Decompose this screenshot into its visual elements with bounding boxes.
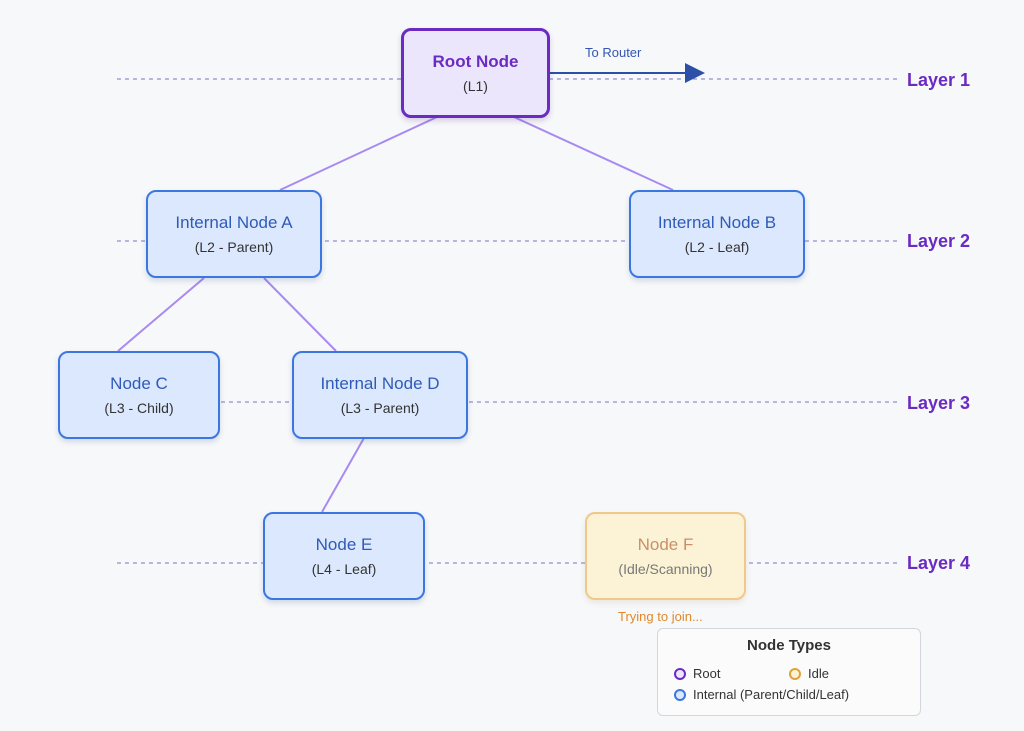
internal-node-b-subtitle: (L2 - Leaf) bbox=[684, 239, 750, 255]
node-e-title: Node E bbox=[315, 535, 373, 554]
internal-node-a[interactable]: Internal Node A (L2 - Parent) bbox=[146, 190, 322, 278]
router-label: To Router bbox=[585, 45, 642, 60]
legend: Node Types Root Idle Internal (Parent/Ch… bbox=[657, 628, 921, 716]
internal-node-b-title: Internal Node B bbox=[657, 213, 777, 232]
layer-label-2: Layer 2 bbox=[907, 231, 971, 251]
node-c-subtitle: (L3 - Child) bbox=[104, 400, 174, 416]
internal-node-a-subtitle: (L2 - Parent) bbox=[194, 239, 274, 255]
layer-label-3: Layer 3 bbox=[907, 393, 971, 413]
node-c[interactable]: Node C (L3 - Child) bbox=[58, 351, 220, 439]
root-node[interactable]: Root Node (L1) bbox=[401, 28, 550, 118]
internal-node-d-title: Internal Node D bbox=[320, 374, 440, 393]
legend-title: Node Types bbox=[747, 637, 831, 654]
edge-root-a bbox=[279, 116, 438, 191]
edge-d-e bbox=[321, 437, 365, 513]
internal-node-d[interactable]: Internal Node D (L3 - Parent) bbox=[292, 351, 468, 439]
internal-swatch-icon bbox=[674, 688, 686, 701]
join-status-label: Trying to join... bbox=[618, 609, 703, 624]
root-node-subtitle: (L1) bbox=[463, 78, 488, 94]
node-f-title: Node F bbox=[637, 535, 694, 554]
internal-node-a-title: Internal Node A bbox=[175, 213, 293, 232]
edge-a-d bbox=[263, 277, 337, 352]
internal-node-b[interactable]: Internal Node B (L2 - Leaf) bbox=[629, 190, 805, 278]
edge-a-c bbox=[117, 277, 205, 352]
legend-item-root: Root bbox=[674, 666, 720, 681]
root-swatch-icon bbox=[674, 667, 686, 680]
layer-label-1: Layer 1 bbox=[907, 70, 971, 90]
node-e-subtitle: (L4 - Leaf) bbox=[311, 561, 377, 577]
node-c-title: Node C bbox=[110, 374, 168, 393]
edge-root-b bbox=[513, 116, 674, 191]
node-f-subtitle: (Idle/Scanning) bbox=[618, 561, 713, 577]
legend-item-idle: Idle bbox=[789, 666, 829, 681]
layer-label-4: Layer 4 bbox=[907, 553, 971, 573]
node-f[interactable]: Node F (Idle/Scanning) bbox=[585, 512, 746, 600]
legend-item-internal: Internal (Parent/Child/Leaf) bbox=[674, 687, 849, 702]
idle-swatch-icon bbox=[789, 667, 801, 680]
root-node-title: Root Node bbox=[432, 52, 519, 71]
internal-node-d-subtitle: (L3 - Parent) bbox=[340, 400, 420, 416]
legend-item-internal-label: Internal (Parent/Child/Leaf) bbox=[693, 687, 850, 702]
legend-item-idle-label: Idle bbox=[808, 666, 829, 681]
legend-item-root-label: Root bbox=[693, 666, 721, 681]
node-e[interactable]: Node E (L4 - Leaf) bbox=[263, 512, 425, 600]
